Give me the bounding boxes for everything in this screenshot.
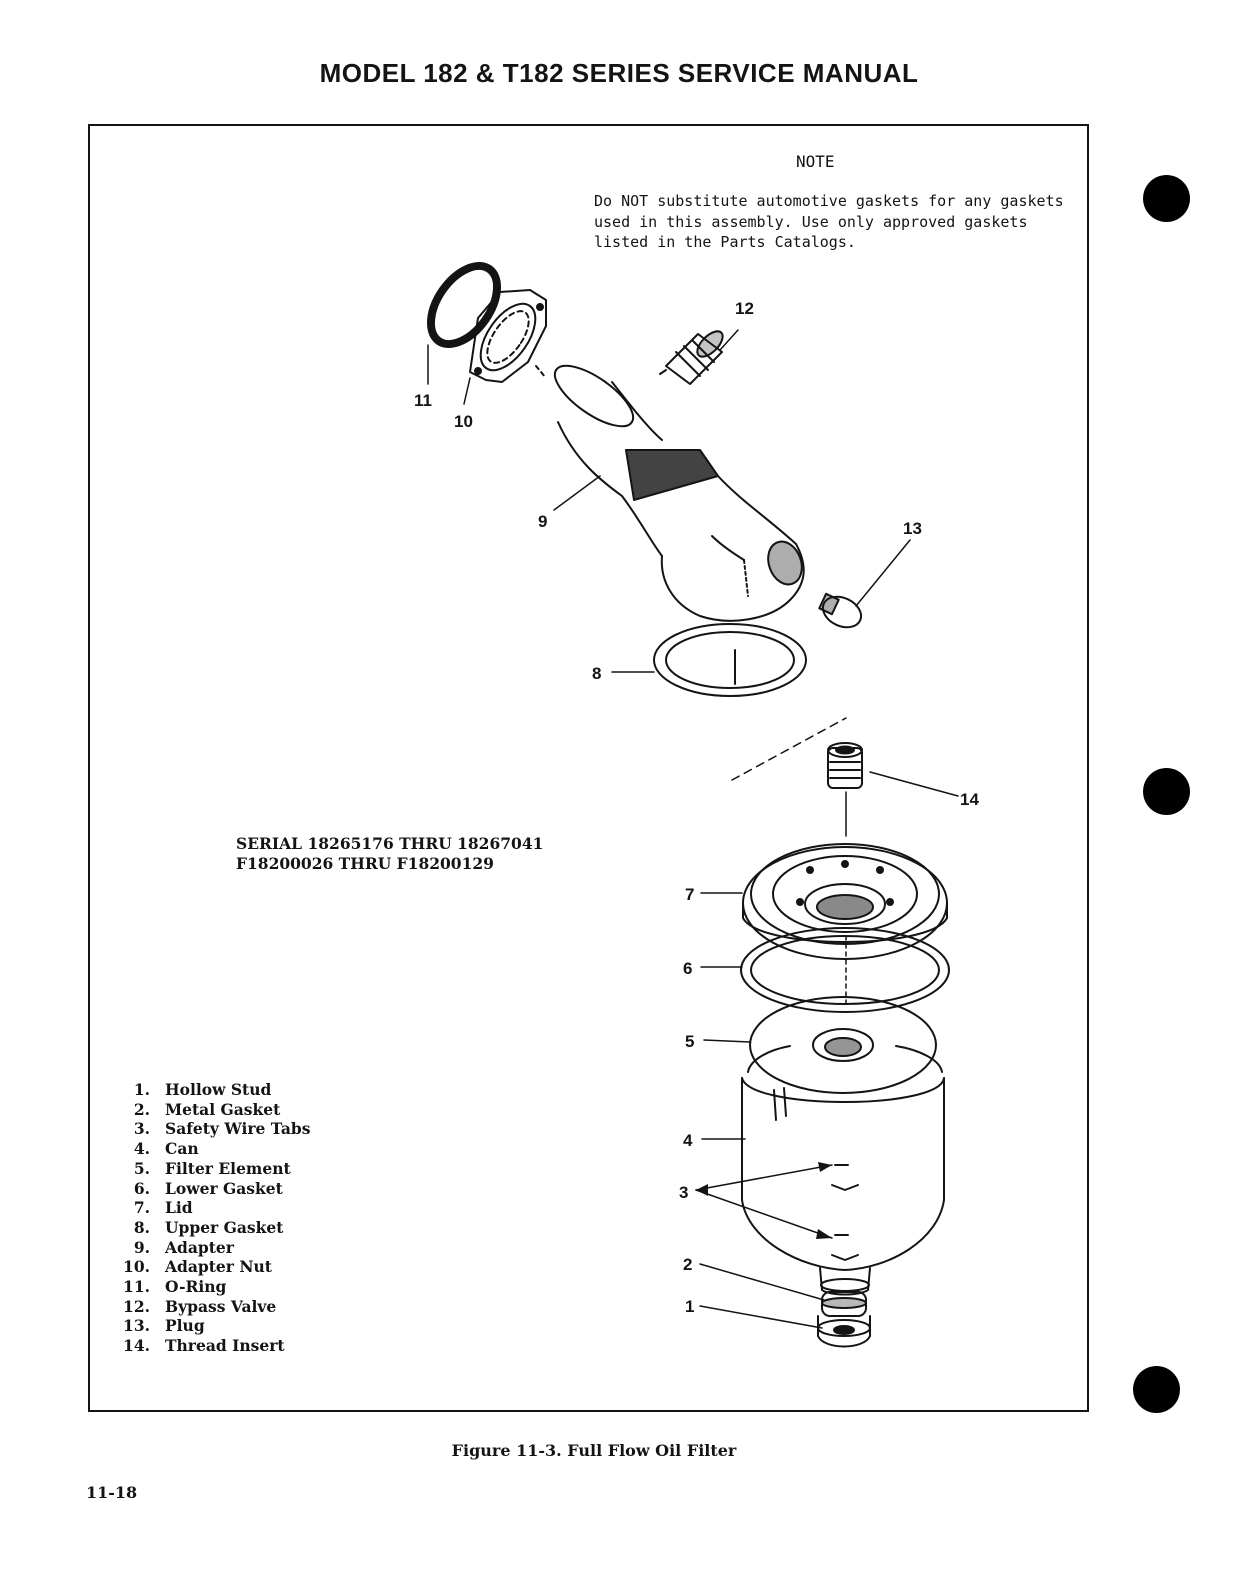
legend-number: 5. xyxy=(133,1158,150,1178)
legend-number: 1. xyxy=(133,1080,150,1099)
lower-gasket-part xyxy=(740,927,950,1013)
hollow-stud-part xyxy=(817,1291,871,1348)
page-number: 11-18 xyxy=(86,1483,138,1502)
legend-number: 6. xyxy=(133,1178,150,1198)
legend-name: Thread Insert xyxy=(165,1336,285,1356)
bypass-valve-part xyxy=(659,330,724,385)
legend-name: Bypass Valve xyxy=(165,1296,277,1316)
legend-name: Hollow Stud xyxy=(165,1080,272,1099)
callout-6: 6 xyxy=(683,959,692,978)
legend-number: 2. xyxy=(133,1099,150,1119)
legend-name: Upper Gasket xyxy=(165,1217,284,1237)
legend-item: 2. Metal Gasket xyxy=(112,1100,310,1120)
legend-name: Metal Gasket xyxy=(165,1099,281,1119)
callout-7: 7 xyxy=(685,885,694,904)
callout-14: 14 xyxy=(960,790,979,809)
legend-name: Lower Gasket xyxy=(165,1178,283,1198)
serial-line: F18200026 THRU F18200129 xyxy=(236,854,494,873)
legend-item: 5. Filter Element xyxy=(112,1159,310,1179)
legend-number: 8. xyxy=(133,1217,150,1237)
legend-item: 14. Thread Insert xyxy=(112,1336,310,1356)
legend-number: 9. xyxy=(133,1237,150,1257)
callout-1: 1 xyxy=(685,1297,694,1316)
leader-lines xyxy=(427,329,959,1329)
legend-name: Plug xyxy=(165,1316,205,1336)
callout-11: 11 xyxy=(414,391,432,410)
legend-number: 4. xyxy=(133,1139,150,1159)
legend-name: Adapter Nut xyxy=(165,1257,272,1277)
punch-hole xyxy=(1143,175,1190,222)
legend-item: 6. Lower Gasket xyxy=(112,1179,310,1199)
legend-item: 9. Adapter xyxy=(112,1238,310,1258)
callout-4: 4 xyxy=(683,1131,693,1150)
figure-caption: Figure 11-3. Full Flow Oil Filter xyxy=(451,1441,737,1460)
legend-item: 3. Safety Wire Tabs xyxy=(112,1119,311,1139)
callout-9: 9 xyxy=(538,512,547,531)
legend-name: Lid xyxy=(165,1198,193,1218)
page-header-title: MODEL 182 & T182 SERIES SERVICE MANUAL xyxy=(319,58,919,88)
callout-8: 8 xyxy=(592,664,601,683)
legend-number: 12. xyxy=(123,1296,150,1316)
legend-number: 3. xyxy=(133,1119,150,1139)
figure-frame xyxy=(88,124,1089,1412)
leader-arrowheads xyxy=(696,1162,832,1239)
upper-gasket-part xyxy=(653,623,807,697)
callout-5: 5 xyxy=(685,1032,694,1051)
serial-range: SERIAL 18265176 THRU 18267041 F18200026 … xyxy=(236,834,543,874)
note-line: Do NOT substitute automotive gaskets for… xyxy=(594,192,1064,210)
can-part xyxy=(741,1045,945,1296)
punch-hole xyxy=(1143,768,1190,815)
legend-name: Can xyxy=(165,1139,199,1159)
callout-3: 3 xyxy=(679,1183,688,1202)
legend-item: 8. Upper Gasket xyxy=(112,1218,310,1238)
note-line: listed in the Parts Catalogs. xyxy=(594,233,856,251)
adapter-part xyxy=(553,364,805,622)
legend-number: 7. xyxy=(133,1198,150,1218)
adapter-nut-part xyxy=(469,289,547,383)
legend-item: 11. O-Ring xyxy=(112,1277,310,1297)
legend-name: Filter Element xyxy=(165,1158,291,1178)
callout-10: 10 xyxy=(454,412,473,431)
thread-insert-part xyxy=(827,742,863,789)
lid-part xyxy=(742,843,948,960)
legend-number: 14. xyxy=(123,1336,150,1356)
o-ring-part xyxy=(426,261,502,349)
legend-number: 11. xyxy=(123,1277,150,1297)
note-body: Do NOT substitute automotive gaskets for… xyxy=(594,191,1084,253)
legend-item: 1. Hollow Stud xyxy=(112,1080,310,1100)
plug-part xyxy=(818,592,863,629)
legend-item: 7. Lid xyxy=(112,1198,310,1218)
serial-line: SERIAL 18265176 THRU 18267041 xyxy=(236,834,544,853)
note-line: used in this assembly. Use only approved… xyxy=(594,212,1028,231)
punch-hole xyxy=(1133,1366,1180,1413)
legend-number: 10. xyxy=(123,1257,150,1277)
callout-12: 12 xyxy=(735,299,754,318)
legend-item: 10. Adapter Nut xyxy=(112,1257,310,1277)
legend-item: 4. Can xyxy=(112,1139,310,1159)
callout-13: 13 xyxy=(903,519,922,538)
legend-item: 13. Plug xyxy=(112,1316,310,1336)
legend-name: Adapter xyxy=(165,1237,234,1257)
note-title: NOTE xyxy=(796,152,835,171)
legend-item: 12. Bypass Valve xyxy=(112,1297,310,1317)
filter-element-part xyxy=(749,996,937,1094)
parts-legend: 1. Hollow Stud 2. Metal Gasket 3. Safety Wi… xyxy=(112,1080,310,1356)
callout-2: 2 xyxy=(683,1255,692,1274)
legend-name: Safety Wire Tabs xyxy=(165,1119,311,1139)
legend-number: 13. xyxy=(123,1316,150,1336)
legend-name: O-Ring xyxy=(165,1277,227,1297)
